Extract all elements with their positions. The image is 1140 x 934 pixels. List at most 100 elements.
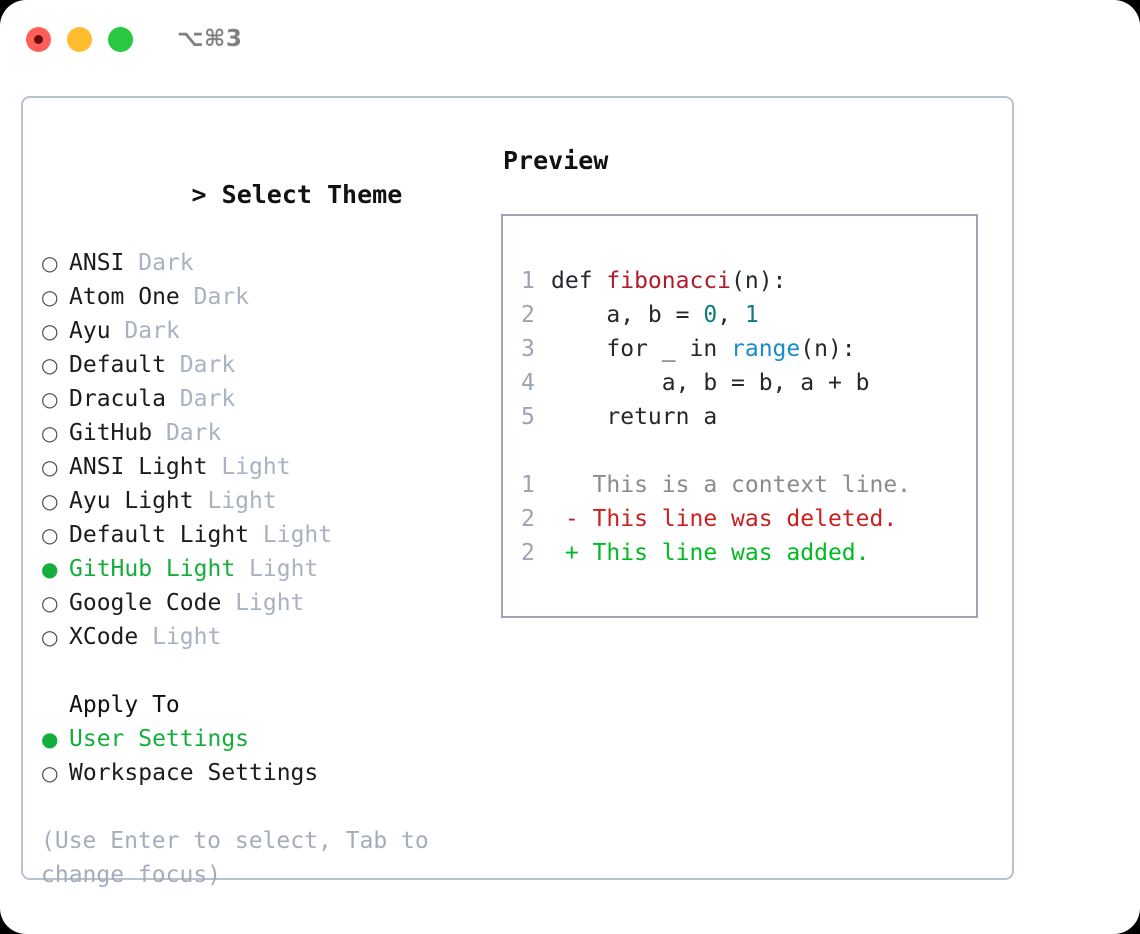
theme-name: Ayu Light [69,488,194,514]
code-token-plain: a, b = b, a + b [551,370,870,396]
theme-name: Atom One [69,284,180,310]
spacer [138,620,152,654]
preview-header: Preview [503,146,609,175]
radio-unselected-icon: ○ [41,455,59,479]
caret-icon: > [191,180,207,209]
theme-list-item[interactable]: ● GitHub Light Light [41,552,501,586]
code-line-text: a, b = 0, 1 [551,298,758,332]
theme-name: ANSI Light [69,454,208,480]
diff-line-text: - This line was deleted. [551,506,898,532]
theme-name: Google Code [69,590,222,616]
minimize-button[interactable] [67,26,92,52]
window-controls [26,26,133,52]
code-token-fn: fibonacci [606,268,732,294]
radio-unselected-icon: ○ [41,761,59,785]
radio-unselected-icon: ○ [41,387,59,411]
theme-list-item[interactable]: ○ Default Light Light [41,518,501,552]
spacer [207,450,221,484]
theme-variant-badge: Light [235,590,305,616]
theme-variant-badge: Dark [193,284,250,310]
line-number: 4 [521,370,535,396]
theme-name: Ayu [69,318,111,344]
code-token-plain: (n): [731,268,787,294]
spacer [235,552,249,586]
radio-selected-icon: ● [41,727,59,751]
theme-list-item[interactable]: ○Atom One Dark [41,280,501,314]
radio-unselected-icon: ○ [41,489,59,513]
theme-name: Default Light [69,522,250,548]
list-spacer [41,654,501,688]
select-theme-header: > Select Theme [41,144,501,246]
code-token-plain: return a [551,404,718,430]
theme-variant-badge: Light [152,624,222,650]
spacer [166,348,180,382]
code-line-text: a, b = b, a + b [551,366,870,400]
diff-line: 2 - This line was deleted. [521,502,976,536]
apply-to-list: ●User Settings ○ Workspace Settings [41,722,501,790]
line-number: 3 [521,336,535,362]
spacer [111,314,125,348]
code-token-call: range [731,336,801,362]
theme-list-item[interactable]: ○Ayu Dark [41,314,501,348]
radio-unselected-icon: ○ [41,353,59,377]
theme-variant-badge: Dark [165,420,222,446]
diff-block: 1 This is a context line.2 - This line w… [521,468,976,570]
theme-name: XCode [69,624,139,650]
apply-to-option[interactable]: ○ Workspace Settings [41,756,501,790]
line-number: 5 [521,404,535,430]
radio-unselected-icon: ○ [41,421,59,445]
theme-name: ANSI [69,250,125,276]
theme-list-item[interactable]: ○ GitHub Dark [41,416,501,450]
theme-variant-badge: Dark [179,386,236,412]
theme-variant-badge: Dark [124,318,180,344]
line-number: 2 [521,302,535,328]
theme-name: GitHub Light [69,556,236,582]
theme-selector-column: > Select Theme ○ANSI Dark○Atom One Dark○… [41,144,501,892]
theme-list-item[interactable]: ○XCode Light [41,620,501,654]
line-number: 2 [521,506,535,532]
theme-list-item[interactable]: ○ANSI Dark [41,246,501,280]
spacer [180,280,194,314]
theme-list-item[interactable]: ○ Dracula Dark [41,382,501,416]
code-line: 2 a, b = 0, 1 [521,298,976,332]
diff-line: 1 This is a context line. [521,468,976,502]
code-line-text: def fibonacci(n): [551,264,786,298]
theme-name: GitHub [69,420,153,446]
radio-unselected-icon: ○ [41,591,59,615]
select-theme-title: Select Theme [221,180,403,209]
code-line: 3 for _ in range(n): [521,332,976,366]
apply-to-label: Workspace Settings [69,760,319,786]
code-token-plain: def [551,268,607,294]
apply-to-header: Apply To [69,692,180,718]
theme-list: ○ANSI Dark○Atom One Dark○Ayu Dark○Defaul… [41,246,501,654]
radio-selected-icon: ● [41,557,59,581]
radio-unselected-icon: ○ [41,523,59,547]
theme-list-item[interactable]: ○ANSI Light Light [41,450,501,484]
diff-line-text: This is a context line. [551,472,912,498]
theme-variant-badge: Light [207,488,277,514]
code-token-plain: a, b = [551,302,704,328]
theme-variant-badge: Light [249,556,319,582]
apply-to-option[interactable]: ●User Settings [41,722,501,756]
line-number: 2 [521,540,535,566]
theme-list-item[interactable]: ○ Google Code Light [41,586,501,620]
theme-name: Dracula [69,386,166,412]
keyboard-hint: (Use Enter to select, Tab to change focu… [41,828,443,888]
theme-variant-badge: Light [262,522,333,548]
code-line-text: return a [551,400,717,434]
title-bar: ⌥⌘3 [0,0,1140,78]
zoom-button[interactable] [108,26,133,52]
code-diff-separator [521,434,976,468]
theme-list-item[interactable]: ○ Ayu Light Light [41,484,501,518]
code-token-num: 0 [703,302,718,328]
theme-variant-badge: Dark [138,250,194,276]
spacer [124,246,138,280]
close-button[interactable] [26,26,51,52]
content-panel: > Select Theme ○ANSI Dark○Atom One Dark○… [21,96,1014,888]
theme-variant-badge: Dark [179,352,236,378]
theme-list-item[interactable]: ○Default Dark [41,348,501,382]
